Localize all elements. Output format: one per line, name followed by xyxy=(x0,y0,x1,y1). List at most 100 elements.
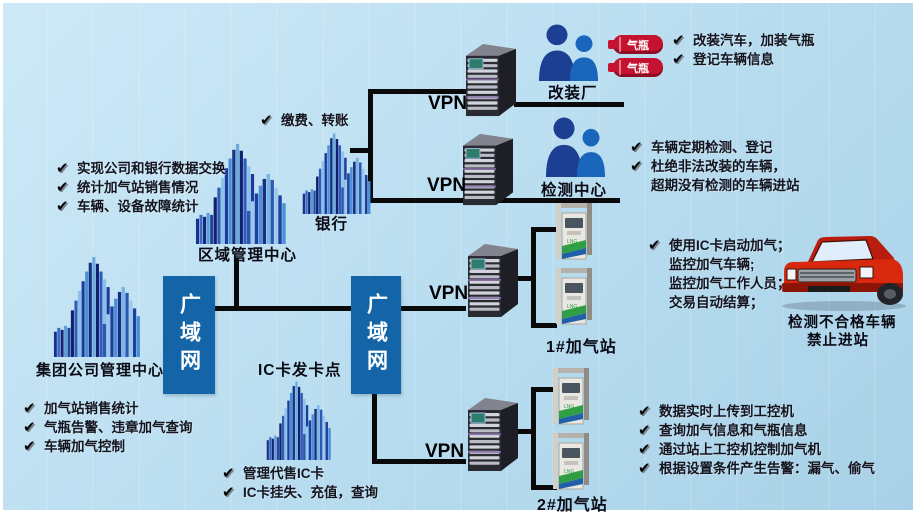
check-icon: ✔ xyxy=(222,484,235,501)
checklist-inspection: ✔ 车辆定期检测、登记 ✔ 杜绝非法改装的车辆， 超期没有检测的车辆进站 xyxy=(630,138,800,195)
connector-bracket1-mid xyxy=(517,276,535,281)
checklist-text: 管理代售IC卡 xyxy=(243,466,324,481)
checklist-text: 数据实时上传到工控机 xyxy=(659,404,794,419)
connector-bracket2-top xyxy=(531,387,557,392)
checklist-ic-card: ✔ 管理代售IC卡 ✔IC卡挂失、充值，查询 xyxy=(222,464,378,502)
checklist-item: ✔数据实时上传到工控机 xyxy=(638,402,875,421)
gas-cylinder-badge-text: 气瓶 xyxy=(627,62,649,75)
checklist-text: 加气站销售统计 xyxy=(44,401,139,416)
checklist-item: 超期没有检测的车辆进站 xyxy=(630,176,800,195)
checklist-text: 监控加气工作人员； xyxy=(669,276,791,291)
server-icon-station2 xyxy=(464,394,520,474)
connector-regional-vertical xyxy=(234,258,239,310)
connector-bracket2-bottom xyxy=(531,485,557,490)
checklist-item: ✔ 车辆定期检测、登记 xyxy=(630,138,800,157)
check-icon: ✔ xyxy=(56,160,69,177)
check-icon: ✔ xyxy=(638,460,651,477)
check-icon: ✔ xyxy=(638,422,651,439)
connector-bank-trunk-vertical xyxy=(368,89,373,203)
connector-bracket1-bottom xyxy=(531,323,557,328)
check-icon: ✔ xyxy=(260,112,273,129)
checklist-item: ✔ 实现公司和银行数据交换 xyxy=(56,159,226,178)
checklist-item: ✔ 改装汽车，加装气瓶 xyxy=(672,31,815,50)
vpn1-label: VPN xyxy=(428,93,468,114)
check-icon: ✔ xyxy=(672,32,685,49)
checklist-text: 使用IC卡启动加气； xyxy=(669,238,791,253)
checklist-item: 监控加气工作人员； xyxy=(648,274,791,293)
bank-building-icon xyxy=(302,132,376,214)
checklist-item: ✔气瓶告警、违章加气查询 xyxy=(23,418,193,437)
wan-right-box: 广域网 xyxy=(351,276,401,394)
server-icon-inspection xyxy=(459,130,515,208)
people-icon-modfactory xyxy=(537,24,601,81)
checklist-text: 交易自动结算； xyxy=(669,295,764,310)
connector-modfactory-underline xyxy=(514,102,624,107)
check-icon: ✔ xyxy=(648,237,661,254)
connector-to-server4 xyxy=(372,459,466,464)
checklist-text: 超期没有检测的车辆进站 xyxy=(651,178,800,193)
checklist-text: 统计加气站销售情况 xyxy=(77,180,199,195)
checklist-item: ✔ 管理代售IC卡 xyxy=(222,464,378,483)
car-caption-line2: 禁止进站 xyxy=(807,333,869,349)
regional-center-label: 区域管理中心 xyxy=(198,247,298,264)
connector-wan-down-vertical xyxy=(372,393,377,464)
checklist-text: 监控加气车辆; xyxy=(669,257,755,272)
checklist-item: 监控加气车辆; xyxy=(648,255,791,274)
check-icon: ✔ xyxy=(23,400,36,417)
check-icon: ✔ xyxy=(23,419,36,436)
check-icon: ✔ xyxy=(630,139,643,156)
connector-bracket1-vertical xyxy=(531,227,536,328)
check-icon: ✔ xyxy=(222,465,235,482)
connector-wan-to-server3 xyxy=(400,306,466,311)
checklist-item: ✔ 根据设置条件产生告警：漏气、偷气 xyxy=(638,459,875,478)
checklist-item: ✔ 使用IC卡启动加气； xyxy=(648,236,791,255)
check-icon: ✔ xyxy=(638,441,651,458)
connector-bank-stub xyxy=(350,148,372,153)
checklist-text: 登记车辆信息 xyxy=(693,52,774,67)
connector-bracket2-mid xyxy=(515,429,535,434)
checklist-item: ✔车辆、设备故障统计 xyxy=(56,197,226,216)
svg-text:LNG: LNG xyxy=(564,469,574,475)
car-caption-line1: 检测不合格车辆 xyxy=(788,315,897,331)
svg-text:LNG: LNG xyxy=(567,239,577,245)
svg-text:LNG: LNG xyxy=(567,304,577,310)
checklist-item: ✔ 杜绝非法改装的车辆， xyxy=(630,157,800,176)
checklist-text: 查询加气信息和气瓶信息 xyxy=(659,423,808,438)
dispenser-icon-station2-a: LNG xyxy=(551,366,591,426)
checklist-item: 交易自动结算； xyxy=(648,293,791,312)
bank-label: 银行 xyxy=(315,216,349,233)
checklist-text: 车辆定期检测、登记 xyxy=(651,140,773,155)
checklist-text: 根据设置条件产生告警：漏气、偷气 xyxy=(659,461,875,476)
checklist-station2: ✔数据实时上传到工控机✔查询加气信息和气瓶信息✔通过站上工控机控制加气机✔根据设… xyxy=(638,402,875,478)
checklist-regional: ✔ 实现公司和银行数据交换✔ 统计加气站销售情况 ✔车辆、设备故障统计 xyxy=(56,159,226,216)
regional-center-building-icon xyxy=(195,142,293,244)
checklist-text: 实现公司和银行数据交换 xyxy=(77,161,226,176)
checklist-item: ✔ 查询加气信息和气瓶信息 xyxy=(638,421,875,440)
station1-label: 1#加气站 xyxy=(546,339,617,356)
gas-cylinder-badge-text: 气瓶 xyxy=(627,39,649,52)
check-icon: ✔ xyxy=(630,158,643,175)
checklist-item: ✔车辆加气控制 xyxy=(23,437,193,456)
checklist-item: ✔ 加气站销售统计 xyxy=(23,399,193,418)
wan-left-box: 广域网 xyxy=(163,276,215,394)
connector-bracket2-vertical xyxy=(531,387,536,490)
station2-label: 2#加气站 xyxy=(537,497,608,513)
ic-point-building-icon xyxy=(266,380,336,460)
checklist-bank: ✔缴费、转账 xyxy=(260,111,349,130)
rejected-car-icon xyxy=(778,230,910,312)
checklist-item: ✔IC卡挂失、充值，查询 xyxy=(222,483,378,502)
svg-text:LNG: LNG xyxy=(564,404,574,410)
checklist-text: 车辆加气控制 xyxy=(44,439,125,454)
checklist-mod-factory: ✔ 改装汽车，加装气瓶✔ 登记车辆信息 xyxy=(672,31,815,69)
gas-cylinder-badge-1: 气瓶 xyxy=(608,35,663,54)
checklist-group: ✔加气站销售统计✔气瓶告警、违章加气查询✔车辆加气控制 xyxy=(23,399,193,456)
inspection-center-label: 检测中心 xyxy=(541,182,608,199)
server-icon-modfactory xyxy=(462,40,518,119)
checklist-item: ✔通过站上工控机控制加气机 xyxy=(638,440,875,459)
checklist-text: 改装汽车，加装气瓶 xyxy=(693,33,815,48)
checklist-text: 杜绝非法改装的车辆， xyxy=(651,159,786,174)
gas-cylinder-badge-2: 气瓶 xyxy=(608,58,663,77)
dispenser-icon-station2-b: LNG xyxy=(551,431,591,491)
mod-factory-label: 改装厂 xyxy=(548,85,598,102)
connector-bracket1-top xyxy=(531,227,557,232)
